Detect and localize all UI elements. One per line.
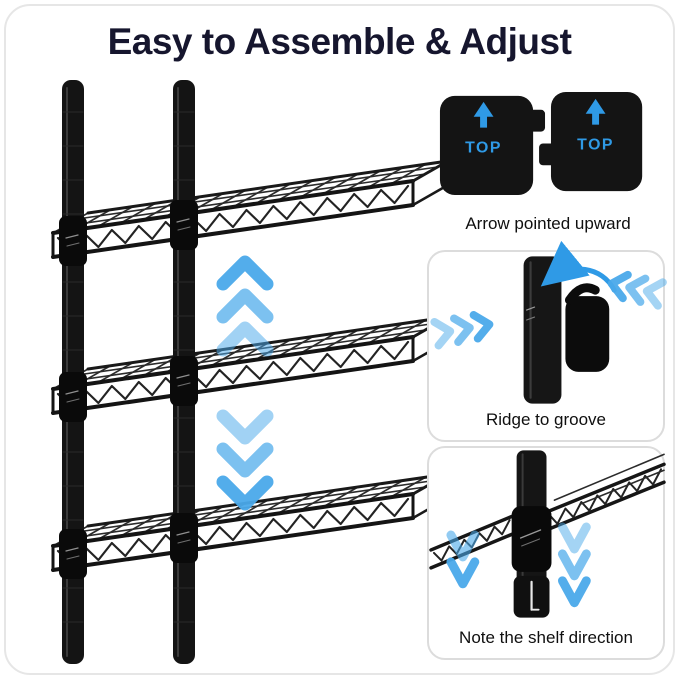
clip [564, 283, 610, 372]
left-down-chevrons-icon [446, 530, 480, 589]
shelf-corner-illustration [429, 450, 666, 618]
card-caption: Arrow pointed upward [465, 214, 631, 233]
detail-card-shelf-direction: Note the shelf direction [427, 446, 666, 660]
pole-collar [59, 216, 87, 266]
left-sleeve-body [439, 95, 534, 196]
right-down-chevrons-icon [557, 522, 591, 608]
pole-collar [59, 372, 87, 422]
top-sleeves-illustration: TOP TOP [439, 91, 643, 196]
pole [523, 256, 562, 404]
pole-collar [170, 200, 198, 250]
up-arrow-icon [585, 98, 606, 114]
corner-collar [511, 506, 552, 572]
up-arrow-icon [473, 101, 494, 117]
left-chevrons-icon [430, 311, 494, 350]
top-label: TOP [465, 139, 502, 156]
sleeve-slot [513, 575, 550, 618]
right-sleeve: TOP [539, 91, 643, 192]
down-arrows-icon [216, 409, 274, 511]
right-sleeve-body [550, 91, 643, 192]
top-label: TOP [577, 136, 614, 153]
left-sleeve: TOP [439, 95, 546, 196]
wire-shelf [51, 159, 450, 259]
left-sleeve-tab [529, 109, 546, 132]
right-chevrons-icon [607, 270, 667, 310]
page-title: Easy to Assemble & Adjust [107, 21, 572, 62]
clip-pole-illustration [430, 240, 667, 404]
up-arrow-stem [480, 114, 488, 128]
card-caption: Ridge to groove [485, 410, 607, 429]
detail-card-ridge-groove: Ridge to groove [427, 240, 667, 442]
detail-card-arrow-upward: TOP TOP Arrow pointed upward [434, 84, 662, 236]
pole-collar [170, 513, 198, 563]
shelving-unit-illustration [51, 80, 450, 664]
pole-collar [170, 356, 198, 406]
wire-shelf [51, 472, 450, 572]
wire-shelf [51, 315, 450, 415]
up-arrows-icon [216, 255, 274, 357]
up-arrow-stem [592, 111, 600, 125]
right-sleeve-tab [539, 143, 555, 166]
pole-collar [59, 529, 87, 579]
card-caption: Note the shelf direction [459, 628, 633, 647]
